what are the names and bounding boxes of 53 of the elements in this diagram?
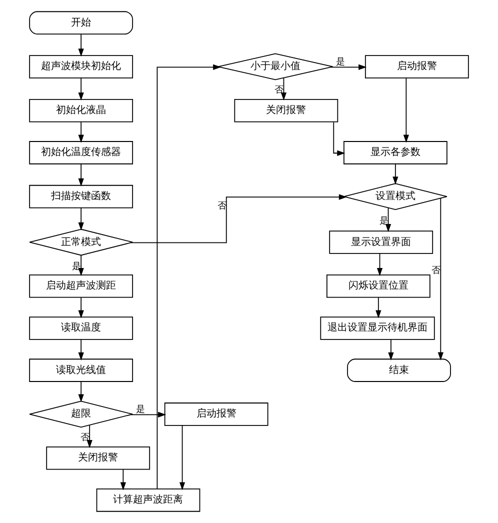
arrow [78,207,84,230]
node-box: 退出设置显示待机界面 [320,316,435,340]
node-box: 关闭报警 [234,98,338,122]
arrow [156,64,222,490]
arrow [78,122,84,143]
node-box: 闪烁设置位置 [326,274,430,298]
arrow [78,339,84,360]
arrow [376,297,382,318]
arrow [130,412,166,418]
node-box: 读取光线值 [29,358,134,382]
node-diamond: 小于最小值 [218,53,334,80]
node-box: 显示各参数 [343,141,448,164]
arrow [385,207,392,232]
arrow [330,64,367,70]
node-box: 关闭报警 [46,446,150,470]
node-box: 超声波模块初始化 [29,55,134,78]
node-box: 初始化温度传感器 [29,141,134,164]
arrow [78,297,84,318]
arrow [78,254,84,276]
arrow [120,469,126,490]
edge-label: 是 [336,57,345,68]
arrow [388,339,394,360]
edge-label: 是 [379,216,388,226]
node-box: 初始化液晶 [29,98,134,122]
node-box: 计算超声波距离 [96,488,200,512]
arrow [78,164,84,186]
node-diamond: 设置模式 [343,183,448,210]
node-box: 结束 [347,358,451,382]
arrow [179,424,186,490]
arrow [376,253,383,276]
arrow [130,194,347,244]
arrow [78,34,84,57]
node-box: 读取温度 [29,316,134,340]
edge-label: 否 [274,86,284,96]
arrow [403,78,409,143]
node-box: 显示设置界面 [329,230,434,254]
edge-label: 是 [72,262,82,272]
arrow [78,381,84,402]
node-diamond: 超限 [29,400,134,428]
edge-label: 是 [136,404,145,415]
node-box: 扫描按键函数 [29,184,134,208]
node-diamond: 正常模式 [29,228,134,256]
arrow [438,198,444,360]
arrow [86,424,92,448]
node-box: 启动报警 [364,55,469,78]
edge-label: 否 [217,201,226,212]
arrow [78,78,84,101]
node-box: 启动超声波测距 [29,274,134,298]
arrow [392,164,398,185]
arrow [333,122,346,156]
node-box: 开始 [29,11,134,34]
node-box: 启动报警 [164,402,268,426]
arrow [280,78,287,101]
